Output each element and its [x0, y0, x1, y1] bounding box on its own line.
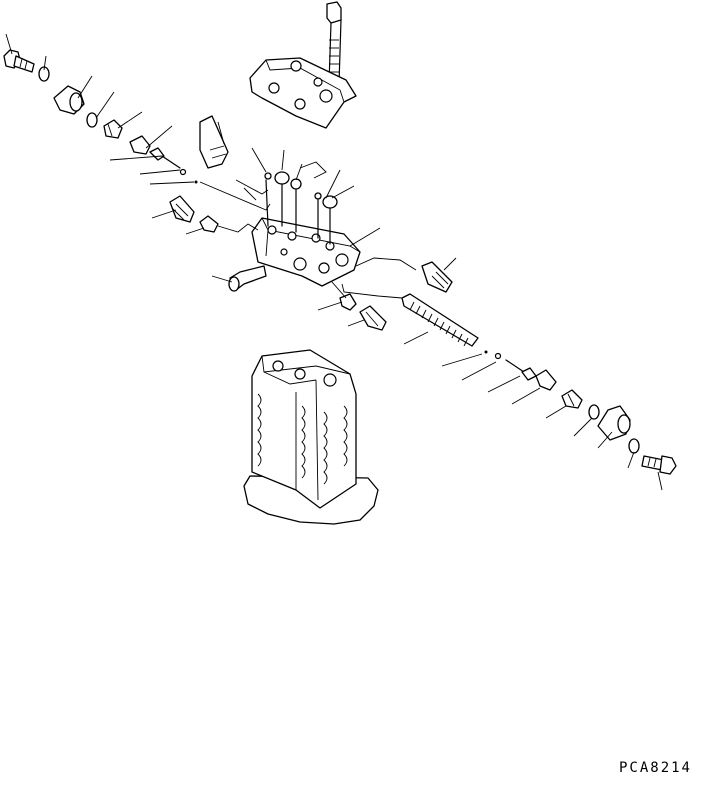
oring-a: [264, 172, 272, 180]
right-plug: [561, 389, 583, 409]
lower-relief-plug: [359, 305, 387, 331]
left-pilot-pin: [149, 147, 181, 169]
right-pilot-pin: [505, 359, 537, 381]
left-tiny-ball: [194, 180, 198, 184]
left-bolt: [3, 49, 35, 73]
right-oring: [588, 404, 600, 420]
right-washer: [628, 438, 640, 454]
housing-block: [243, 349, 379, 525]
right-bolt: [641, 455, 677, 475]
oring-d: [314, 192, 322, 200]
left-small-plug: [199, 215, 219, 233]
block-bolt: [228, 265, 267, 292]
oring-c: [290, 178, 302, 190]
left-plug: [103, 119, 123, 139]
left-upper-fitting: [199, 115, 229, 169]
oring-e: [322, 195, 338, 209]
left-oring: [86, 112, 98, 128]
cover-plate: [249, 57, 357, 129]
right-fitting: [421, 261, 453, 293]
left-cap: [53, 85, 85, 115]
oring-b: [274, 171, 290, 185]
valve-block: [251, 179, 361, 287]
right-cap: [597, 405, 631, 441]
spring-spool: [401, 293, 479, 347]
left-relief-plug: [169, 195, 195, 223]
drawing-code-label: PCA8214: [618, 760, 692, 776]
leader-lines: [5, 33, 663, 491]
right-small-ball: [494, 352, 502, 360]
lower-small-plug: [339, 293, 357, 311]
right-sleeve: [535, 369, 557, 391]
left-small-ball: [179, 168, 187, 176]
right-tiny-ball: [484, 350, 488, 354]
left-sleeve: [129, 135, 151, 155]
